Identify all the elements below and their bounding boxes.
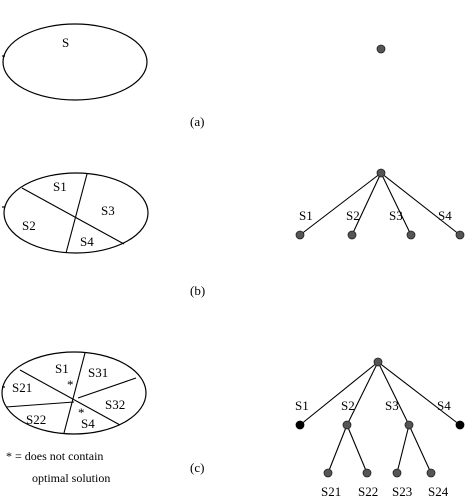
tree-node-s1-pruned [295, 420, 305, 430]
tree-label-s4: S4 [437, 398, 451, 413]
partition-ellipse [3, 172, 149, 254]
region-label-s2: S2 [22, 218, 36, 233]
tree-edge [377, 361, 461, 426]
tree-node-s23 [392, 468, 402, 478]
tree-edge [351, 172, 382, 236]
tree-label-s3: S3 [389, 208, 403, 223]
tree-node-s2 [347, 230, 357, 240]
partition-line [77, 377, 137, 399]
asterisk-marker-s1: * [67, 377, 74, 392]
tree-root-node [376, 168, 386, 178]
root-node [376, 44, 386, 54]
region-label-s21: S21 [12, 380, 32, 395]
tree-edge [327, 424, 348, 474]
tree-edge [396, 424, 410, 474]
tree-label-s1: S1 [295, 398, 309, 413]
region-label-s4: S4 [80, 234, 94, 249]
tree-edge [408, 424, 432, 474]
panel-c: S1 S21 S31 S32 S22 S4 * * * = does not c… [1, 351, 465, 499]
region-s-label: S [62, 35, 69, 50]
tree-label-s1: S1 [299, 208, 313, 223]
tree-edge [377, 361, 410, 426]
tree-node-s21 [323, 468, 333, 478]
partition-ellipse [1, 351, 147, 435]
tree-edge [380, 172, 461, 236]
tree-node-s1 [295, 230, 305, 240]
region-label-s4: S4 [81, 416, 95, 431]
tree-label-s2: S2 [346, 208, 360, 223]
tree-label-s4: S4 [438, 208, 452, 223]
caption-a: (a) [190, 114, 204, 129]
tree-label-s24: S24 [428, 484, 449, 499]
region-label-s3: S3 [101, 203, 115, 218]
panel-b: S1 S2 S3 S4 S1 S2 S3 S4 (b) [2, 168, 465, 298]
partition-line [63, 352, 86, 434]
tree-node-s22 [362, 468, 372, 478]
region-label-s31: S31 [88, 365, 108, 380]
legend-line-1: * = does not contain [6, 449, 103, 463]
caption-b: (b) [190, 283, 205, 298]
asterisk-marker-s4: * [78, 405, 85, 420]
tree-node-s3 [404, 420, 414, 430]
tree-edge [380, 172, 412, 236]
tree-label-s2: S2 [341, 398, 355, 413]
region-label-s1: S1 [53, 179, 67, 194]
partition-line [5, 401, 75, 408]
tree-edge [299, 172, 382, 236]
tree-node-s4-pruned [455, 420, 465, 430]
tree-label-s3: S3 [385, 398, 399, 413]
tree-label-s21: S21 [321, 484, 341, 499]
region-label-s32: S32 [105, 397, 125, 412]
tree-node-s4 [455, 230, 465, 240]
tree-root-node [373, 357, 383, 367]
tree-label-s23: S23 [392, 484, 412, 499]
panel-a: S (a) [2, 23, 386, 129]
tree-node-s24 [426, 468, 436, 478]
region-s-ellipse [2, 23, 148, 101]
tree-label-s22: S22 [358, 484, 378, 499]
partition-line [21, 187, 125, 245]
legend-line-2: optimal solution [32, 471, 110, 485]
tree-edge [346, 424, 368, 474]
tree-node-s2 [342, 420, 352, 430]
tree-edge [299, 361, 379, 426]
region-label-s1: S1 [55, 361, 69, 376]
partition-line [19, 369, 121, 426]
region-label-s22: S22 [26, 412, 46, 427]
partition-line [65, 173, 88, 254]
caption-c: (c) [190, 460, 204, 475]
tree-node-s3 [406, 230, 416, 240]
tree-edge [346, 361, 379, 426]
